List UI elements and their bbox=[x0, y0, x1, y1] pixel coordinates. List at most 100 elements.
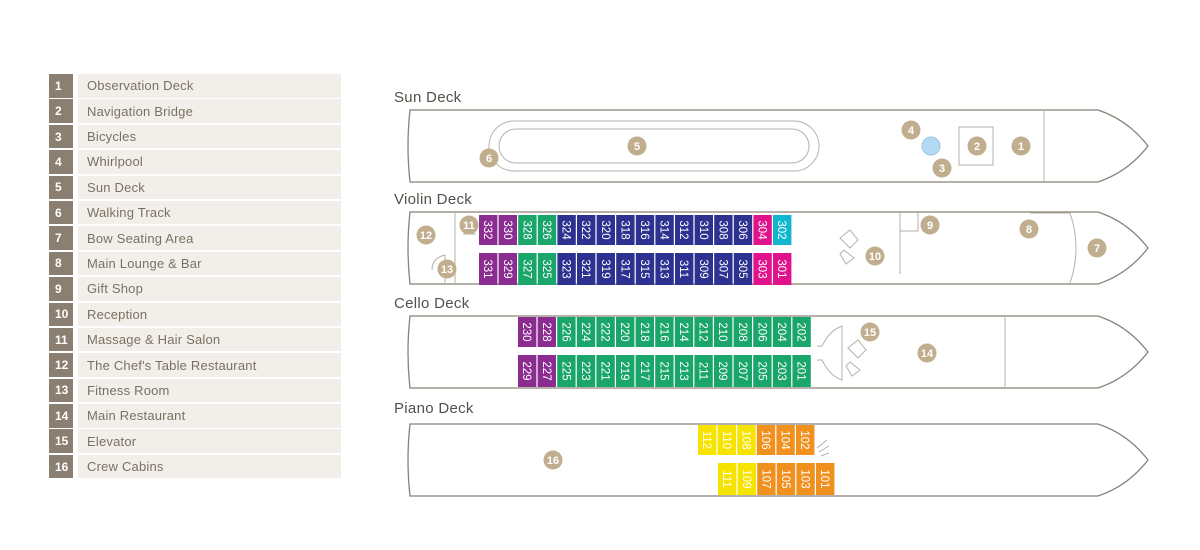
cabin-229 bbox=[518, 355, 537, 387]
cabin-number: 209 bbox=[716, 361, 728, 380]
cabin-number: 101 bbox=[818, 469, 830, 488]
cabin-number: 214 bbox=[677, 322, 689, 342]
cabin-211 bbox=[694, 355, 713, 387]
legend-label: Main Restaurant bbox=[78, 404, 341, 428]
cabin-number: 309 bbox=[697, 259, 709, 278]
legend-label: The Chef's Table Restaurant bbox=[78, 353, 341, 377]
cabin-221 bbox=[596, 355, 615, 387]
cabin-number: 227 bbox=[540, 361, 552, 380]
marker-14 bbox=[917, 343, 937, 363]
legend-number: 2 bbox=[49, 99, 73, 123]
cabin-number: 321 bbox=[579, 259, 591, 278]
marker-number: 13 bbox=[441, 264, 453, 276]
whirlpool-shape bbox=[921, 136, 941, 156]
marker-1 bbox=[1011, 136, 1031, 156]
cabin-313 bbox=[655, 253, 674, 285]
cabin-number: 207 bbox=[736, 361, 748, 380]
cabin-330 bbox=[498, 215, 517, 245]
cabin-number: 303 bbox=[756, 259, 768, 278]
cabin-number: 204 bbox=[775, 322, 787, 342]
cabin-322 bbox=[577, 215, 596, 245]
legend-number: 13 bbox=[49, 378, 73, 403]
cabin-number: 327 bbox=[520, 259, 532, 278]
cabin-number: 313 bbox=[658, 259, 670, 278]
cabin-311 bbox=[675, 253, 694, 285]
cabin-109 bbox=[737, 463, 756, 495]
cabin-number: 225 bbox=[559, 361, 571, 380]
cabin-202 bbox=[792, 317, 811, 347]
cabin-230 bbox=[518, 317, 537, 347]
cabin-215 bbox=[655, 355, 674, 387]
cabin-number: 332 bbox=[481, 220, 493, 239]
legend-number: 11 bbox=[49, 327, 73, 352]
cabin-304 bbox=[753, 215, 772, 245]
cabin-number: 106 bbox=[759, 430, 771, 449]
cabin-222 bbox=[596, 317, 615, 347]
cabin-number: 102 bbox=[798, 430, 810, 449]
legend-label: Observation Deck bbox=[78, 74, 341, 98]
navigation-bridge bbox=[958, 126, 994, 166]
cabin-203 bbox=[772, 355, 792, 387]
cabin-309 bbox=[694, 253, 713, 285]
cabin-111 bbox=[718, 463, 737, 495]
cabin-number: 201 bbox=[795, 361, 807, 380]
marker-13 bbox=[437, 259, 457, 279]
cabin-number: 219 bbox=[618, 361, 630, 380]
cabin-324 bbox=[557, 215, 576, 245]
marker-number: 11 bbox=[463, 220, 475, 232]
marker-6 bbox=[479, 148, 499, 168]
legend-number: 1 bbox=[49, 74, 73, 98]
cabin-number: 203 bbox=[775, 361, 787, 380]
cabin-329 bbox=[498, 253, 517, 285]
legend-label: Bicycles bbox=[78, 124, 341, 149]
cabin-number: 215 bbox=[657, 361, 669, 380]
marker-number: 1 bbox=[1018, 141, 1024, 153]
cabin-number: 326 bbox=[540, 220, 552, 239]
legend-number: 16 bbox=[49, 454, 73, 479]
cabin-325 bbox=[537, 253, 557, 285]
cabin-number: 301 bbox=[775, 259, 787, 278]
cabin-214 bbox=[674, 317, 694, 347]
legend-number: 7 bbox=[49, 226, 73, 250]
marker-4 bbox=[901, 120, 921, 140]
cabin-number: 325 bbox=[540, 259, 552, 278]
cabin-112 bbox=[698, 425, 717, 455]
cabin-number: 229 bbox=[520, 361, 532, 380]
legend-label: Navigation Bridge bbox=[78, 99, 341, 123]
marker-15 bbox=[860, 322, 880, 342]
cabin-219 bbox=[616, 355, 635, 387]
legend-label: Main Lounge & Bar bbox=[78, 251, 341, 276]
cabin-number: 222 bbox=[599, 322, 611, 341]
violin-stair bbox=[839, 229, 859, 265]
cabin-316 bbox=[635, 215, 655, 245]
cabin-number: 224 bbox=[579, 322, 591, 342]
cabin-303 bbox=[753, 253, 772, 285]
cabin-332 bbox=[479, 215, 498, 245]
legend-number: 5 bbox=[49, 175, 73, 200]
cabin-220 bbox=[616, 317, 635, 347]
sun-deck-hull bbox=[407, 109, 1149, 183]
cabin-106 bbox=[756, 425, 776, 455]
cabin-228 bbox=[537, 317, 556, 347]
cabin-number: 220 bbox=[618, 322, 630, 341]
marker-16 bbox=[543, 450, 563, 470]
cabin-107 bbox=[757, 463, 776, 495]
cabin-206 bbox=[753, 317, 772, 347]
marker-number: 12 bbox=[420, 230, 432, 242]
deck-title-cello: Cello Deck bbox=[394, 295, 470, 312]
legend-label: Elevator bbox=[78, 429, 341, 453]
sun-deck-area bbox=[498, 128, 810, 164]
legend-number: 3 bbox=[49, 124, 73, 149]
cabin-213 bbox=[674, 355, 694, 387]
marker-number: 16 bbox=[547, 455, 559, 467]
cabin-number: 108 bbox=[739, 430, 751, 449]
